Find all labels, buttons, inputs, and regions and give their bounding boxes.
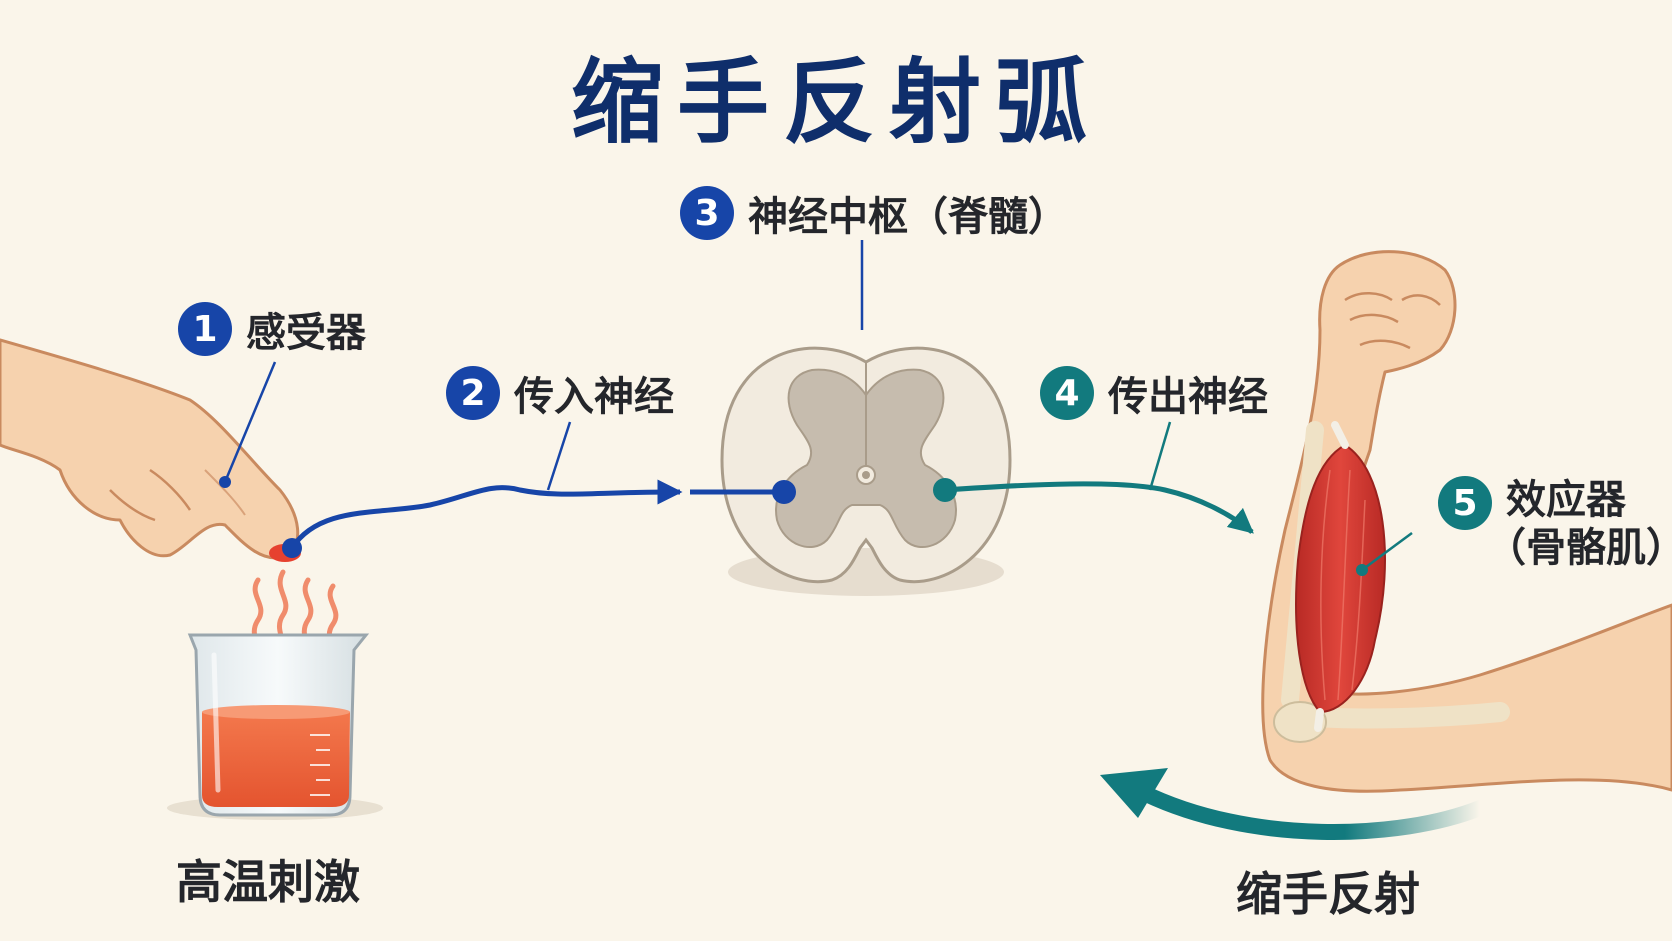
step-4-efferent-label: 4 传出神经	[1040, 364, 1268, 422]
step-4-badge: 4	[1040, 366, 1094, 420]
step-5-badge: 5	[1438, 476, 1492, 530]
arm-icon	[1261, 250, 1672, 793]
step-1-receptor-label: 1 感受器	[178, 300, 366, 358]
step-2-text: 传入神经	[514, 374, 674, 420]
step-5-text-stack: 效应器 （骨骼肌）	[1486, 476, 1672, 572]
step-3-center-label: 3 神经中枢（脊髓）	[680, 184, 1068, 242]
spinal-cord-icon	[720, 346, 1012, 596]
step-3-text: 神经中枢（脊髓）	[748, 194, 1068, 240]
step-1-badge: 1	[178, 302, 232, 356]
efferent-center-node	[933, 478, 957, 502]
step-5-text: 效应器	[1506, 477, 1626, 523]
afferent-center-node	[772, 480, 796, 504]
step-5-effector-label: 5 效应器 （骨骼肌）	[1438, 476, 1672, 572]
leader-lines	[219, 240, 1413, 576]
step-2-afferent-label: 2 传入神经	[446, 364, 674, 422]
step-3-badge: 3	[680, 186, 734, 240]
page-title: 缩手反射弧	[570, 49, 1101, 156]
beaker-icon	[167, 633, 383, 820]
curved-arrow-icon	[1100, 768, 1488, 841]
step-5-subtext: （骨骼肌）	[1486, 525, 1672, 571]
step-4-text: 传出神经	[1108, 374, 1268, 420]
step-1-text: 感受器	[246, 310, 366, 356]
reflex-caption: 缩手反射	[1236, 867, 1420, 921]
receptor-node	[282, 538, 302, 558]
afferent-nerve-path	[289, 479, 683, 550]
step-2-badge: 2	[446, 366, 500, 420]
stimulus-caption: 高温刺激	[176, 855, 360, 909]
finger-icon	[0, 338, 301, 562]
